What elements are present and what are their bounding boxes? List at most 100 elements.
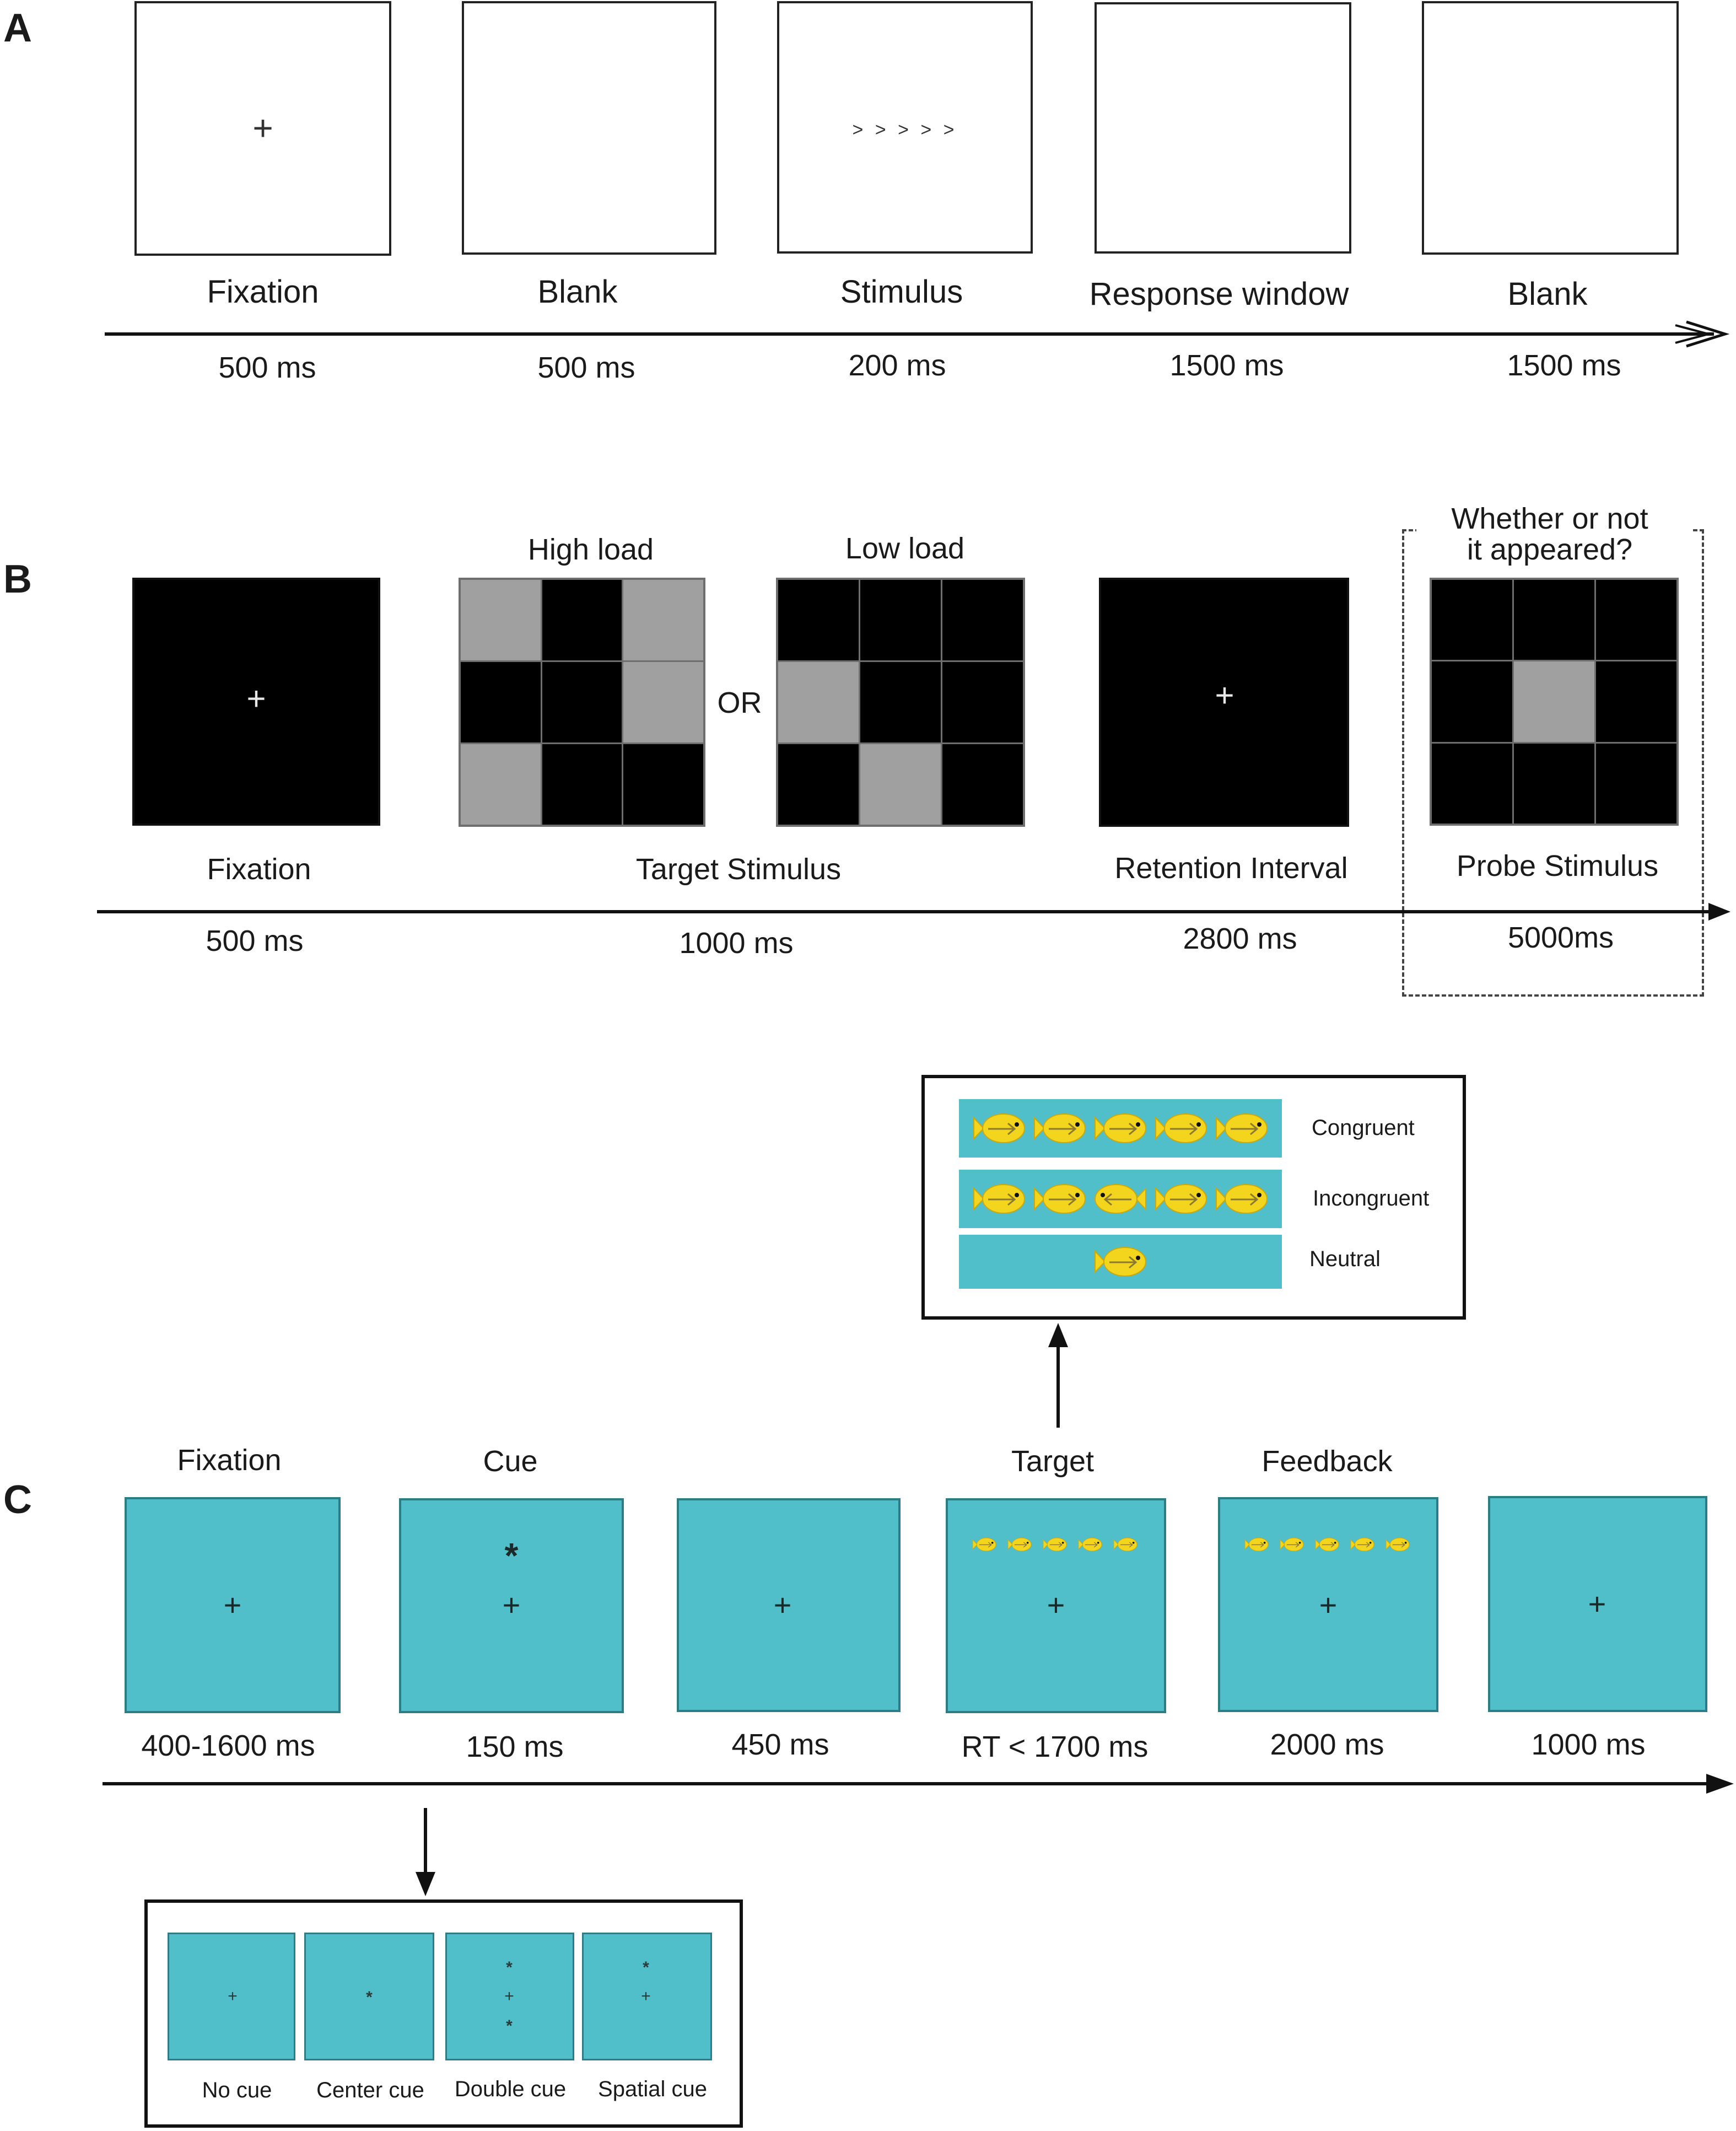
grid-cell: [623, 744, 703, 825]
panel-c-letter: C: [3, 1478, 32, 1522]
cue-asterisk-icon: *: [504, 1536, 519, 1575]
grid-cell: [778, 580, 859, 660]
panel-c-final-screen: [1488, 1496, 1707, 1712]
panel-b-duration-target: 1000 ms: [679, 927, 794, 960]
panel-c-label-fixation: Fixation: [177, 1444, 282, 1477]
grid-cell: [216, 661, 296, 742]
panel-a-frame-response: [1095, 2, 1351, 254]
fish-icon: [1043, 1537, 1067, 1552]
panel-a-duration-stimulus: 200 ms: [848, 349, 946, 382]
panel-b-label-retention: Retention Interval: [1114, 852, 1348, 885]
panel-c-duration-final: 1000 ms: [1531, 1728, 1646, 1761]
panel-b-duration-retention: 2800 ms: [1183, 922, 1297, 955]
grid-cell: [1432, 661, 1512, 742]
grid-cell: [134, 580, 215, 660]
congruent-label: Congruent: [1312, 1116, 1415, 1140]
panel-a-duration-blank-2: 1500 ms: [1507, 349, 1621, 382]
double-cue-label: Double cue: [454, 2077, 567, 2101]
panel-c-cue-screen: [399, 1498, 624, 1713]
double-cue-screen: [445, 1933, 574, 2060]
grid-cell: [1265, 661, 1347, 743]
grid-cell: [1596, 743, 1676, 824]
grid-cell: [1596, 661, 1676, 742]
retention-screen: [1099, 578, 1349, 827]
panel-c-label-cue: Cue: [483, 1445, 538, 1478]
grid-cell: [298, 580, 378, 660]
up-arrow: [1048, 1323, 1068, 1428]
double-cue-bottom-asterisk-icon: *: [506, 2017, 513, 2035]
grid-cell: [860, 580, 941, 660]
panel-a-label-fixation: Fixation: [207, 274, 319, 310]
panel-c-timeline-arrow: [103, 1774, 1734, 1794]
fish-icon: [1095, 1113, 1146, 1143]
grid-cell: [461, 580, 541, 660]
fish-icon: [1007, 1537, 1032, 1552]
fish-icon: [1244, 1537, 1269, 1552]
grid-cell: [860, 744, 941, 825]
grid-cell: [1101, 661, 1183, 743]
grid-cell: [1596, 580, 1676, 660]
grid-cell: [942, 662, 1023, 742]
center-cue-asterisk-icon: *: [366, 1988, 373, 2006]
double-cue-top-asterisk-icon: *: [506, 1958, 513, 1977]
panel-a-frame-fixation: +: [134, 1, 391, 256]
feedback-fish-row: [1240, 1536, 1416, 1554]
grid-cell: [1265, 743, 1347, 825]
grid-cell: [216, 580, 296, 660]
panel-a-duration-fixation: 500 ms: [218, 351, 316, 384]
panel-c-label-feedback: Feedback: [1261, 1445, 1393, 1478]
panel-b-timeline-arrow: [97, 903, 1730, 921]
fish-icon: [1078, 1537, 1102, 1552]
down-arrow: [416, 1808, 435, 1896]
fish-icon: [1216, 1184, 1268, 1214]
fish-icon: [1095, 1184, 1146, 1214]
panel-a-label-response: Response window: [1089, 276, 1349, 312]
panel-c-duration-blank: 450 ms: [731, 1728, 829, 1761]
fish-icon: [1315, 1537, 1339, 1552]
fish-icon: [1350, 1537, 1374, 1552]
neutral-label: Neutral: [1309, 1247, 1381, 1271]
grid-cell: [860, 662, 941, 742]
grid-cell: [1101, 580, 1183, 661]
grid-cell: [1432, 743, 1512, 824]
fish-icon: [1280, 1537, 1304, 1552]
grid-cell: [1514, 580, 1594, 660]
grid-cell: [1265, 580, 1347, 661]
arrow-stimulus: > > > > >: [852, 119, 958, 141]
panel-c-target-screen: [946, 1498, 1166, 1713]
panel-a-letter: A: [3, 6, 32, 50]
spatial-cue-asterisk-icon: *: [643, 1958, 649, 1977]
grid-cell: [461, 744, 541, 825]
panel-a-label-blank-2: Blank: [1507, 276, 1588, 312]
grid-cell: [623, 580, 703, 660]
panel-a-frame-stimulus: > > > > >: [777, 1, 1033, 254]
low-load-label: Low load: [845, 532, 965, 565]
high-load-label: High load: [527, 533, 654, 566]
fish-icon: [1034, 1113, 1086, 1143]
fish-icon: [973, 1184, 1025, 1214]
double-cue-cross-icon: +: [504, 1987, 514, 2005]
fish-icon: [1034, 1184, 1086, 1214]
panel-a-label-stimulus: Stimulus: [840, 274, 963, 310]
panel-b-duration-fixation: 500 ms: [206, 924, 304, 957]
spatial-cue-label: Spatial cue: [598, 2077, 707, 2101]
probe-grid: [1430, 578, 1679, 826]
panel-b-label-probe: Probe Stimulus: [1456, 849, 1659, 882]
panel-c-duration-target: RT < 1700 ms: [961, 1730, 1149, 1763]
target-fish-row: [968, 1536, 1144, 1554]
panel-b-fixation-cross-icon: +: [246, 680, 266, 717]
panel-b-letter: B: [3, 557, 32, 601]
c-final-cross-icon: +: [1588, 1586, 1606, 1621]
fixation-cross-icon: +: [252, 108, 273, 148]
no-cue-label: No cue: [202, 2078, 272, 2102]
fish-icon: [972, 1537, 996, 1552]
fish-icon: [1385, 1537, 1410, 1552]
no-cue-screen: [168, 1933, 295, 2060]
panel-c-duration-feedback: 2000 ms: [1270, 1728, 1384, 1761]
incongruent-label: Incongruent: [1313, 1186, 1430, 1210]
panel-a-frame-blank-2: [1422, 1, 1679, 255]
panel-c-label-target: Target: [1011, 1445, 1095, 1478]
grid-cell: [461, 662, 541, 742]
probe-question-line-2: it appeared?: [1467, 533, 1633, 566]
c-feedback-cross-icon: +: [1319, 1588, 1338, 1622]
